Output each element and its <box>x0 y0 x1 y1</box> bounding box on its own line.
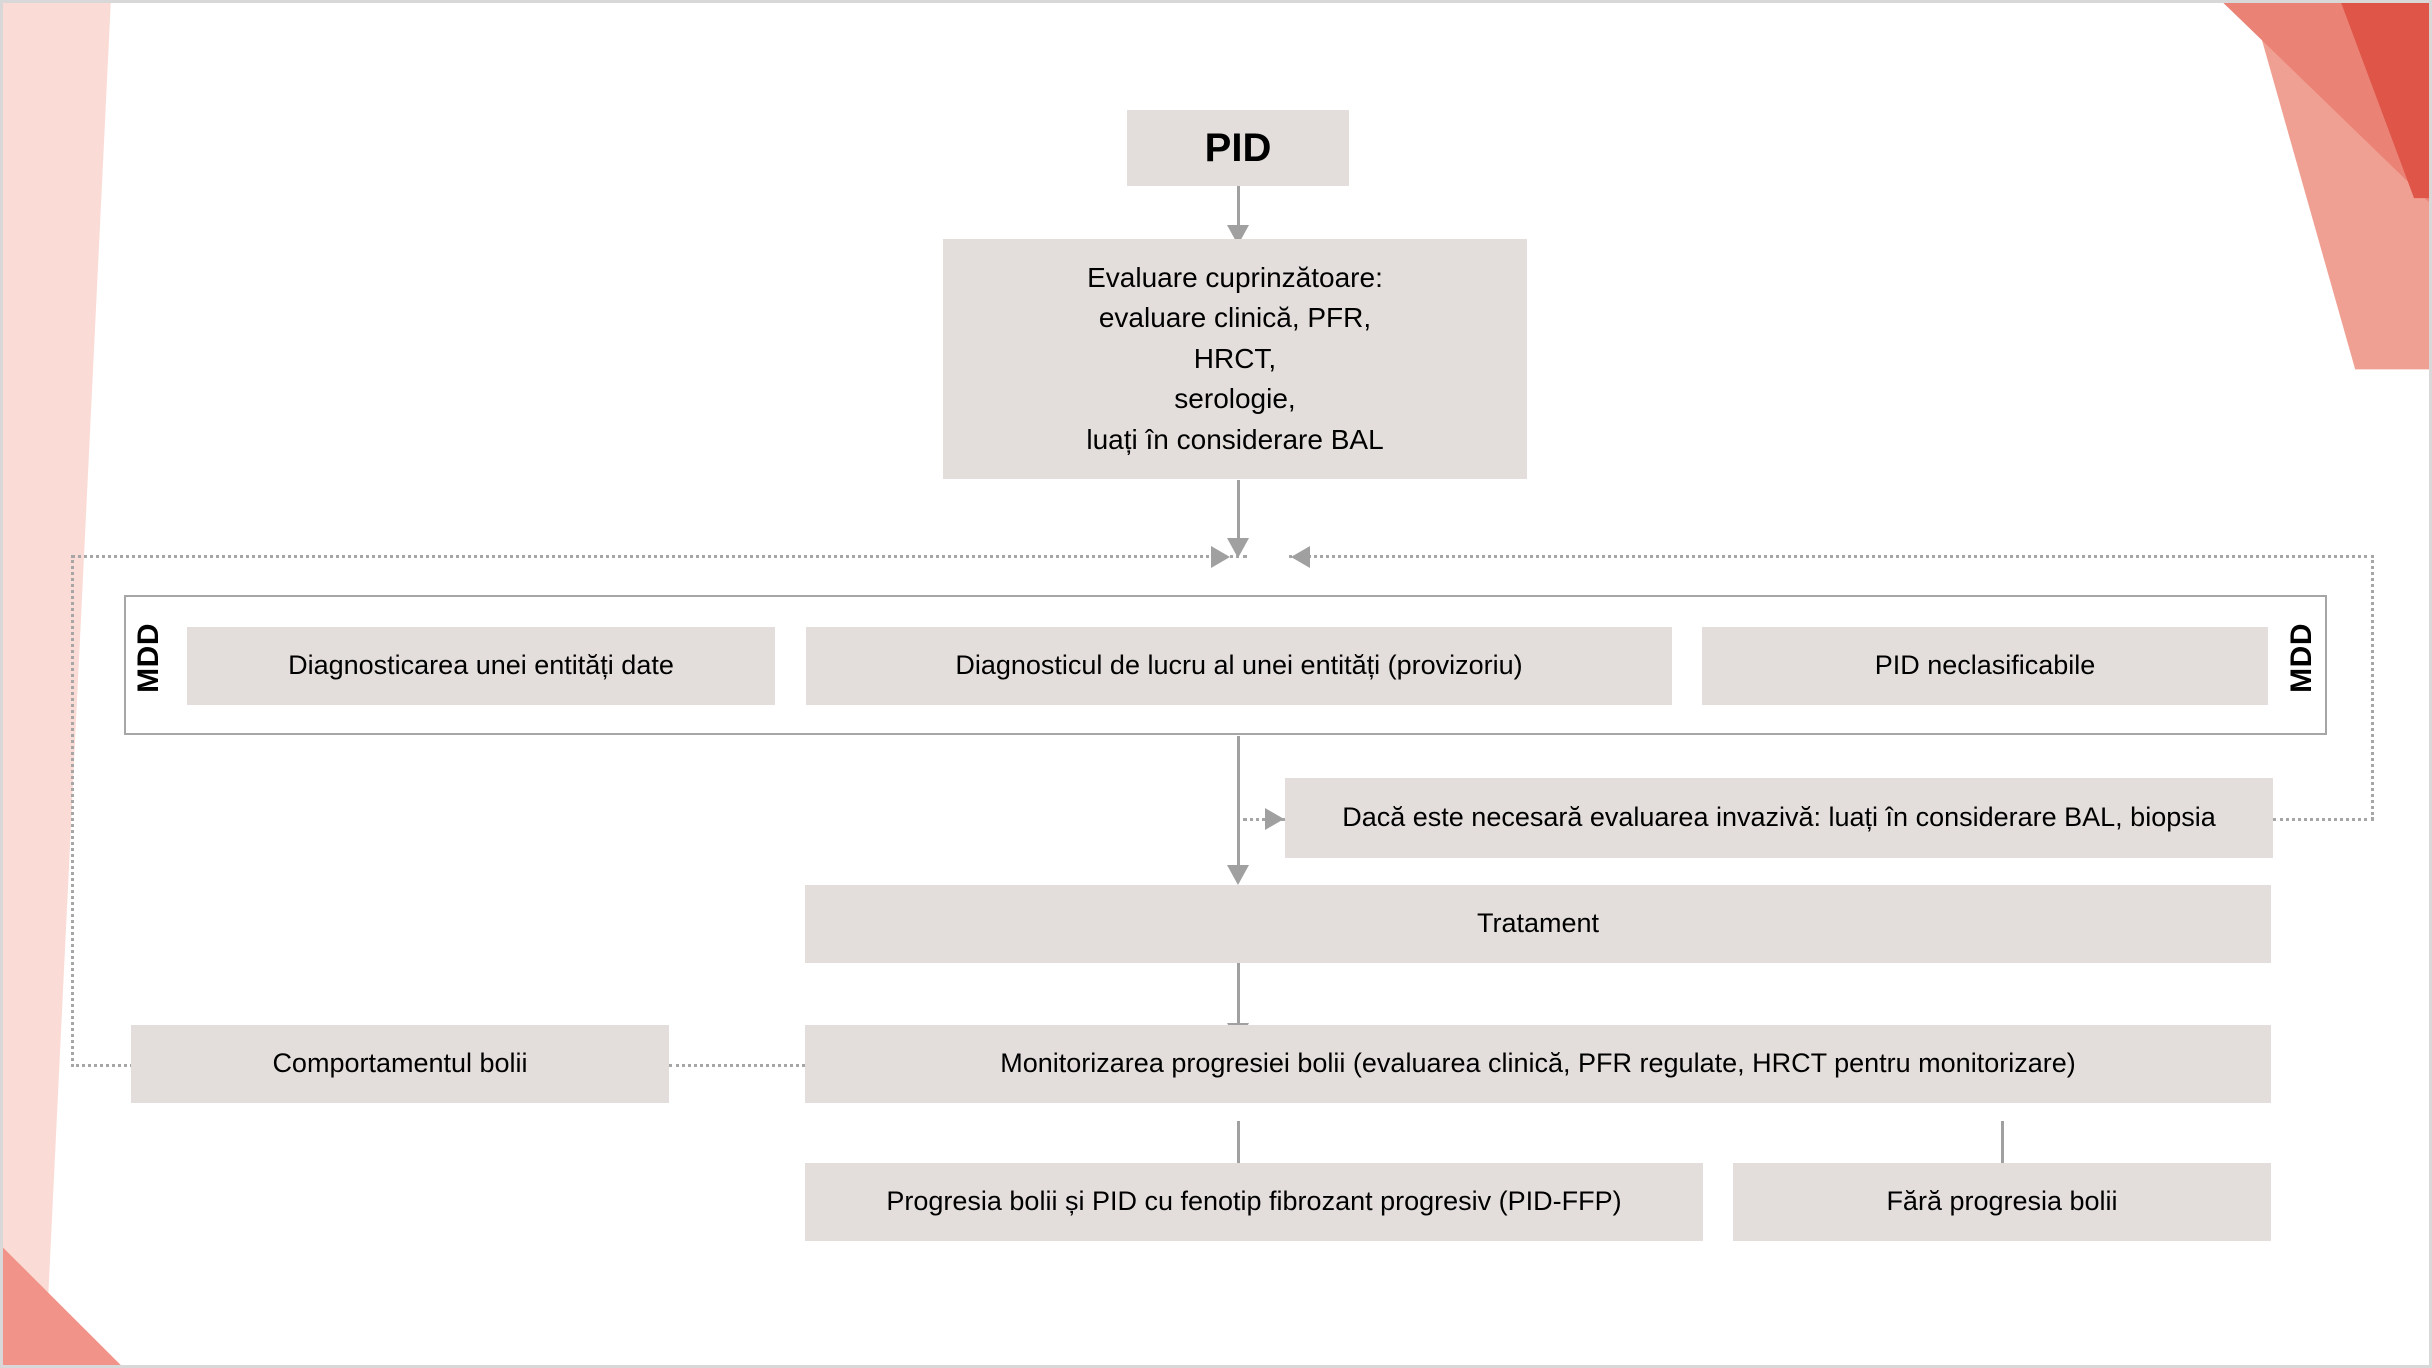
mdd-option-defined-diagnosis[interactable]: Diagnosticarea unei entități date <box>187 627 775 705</box>
connector-assessment-to-mdd <box>1237 480 1240 548</box>
mdd-option-working-diagnosis[interactable]: Diagnosticul de lucru al unei entități (… <box>806 627 1672 705</box>
arrowhead-mdd-to-treatment <box>1227 865 1249 885</box>
arrow-dotted-loop-left <box>1291 546 1310 568</box>
treatment-box[interactable]: Tratament <box>805 885 2271 963</box>
decor-top-right-soft-wedge <box>2251 3 2429 370</box>
connector-treatment-to-monitoring <box>1237 963 1240 1033</box>
decor-top-right-mid-triangle <box>2223 3 2429 199</box>
mdd-label-right: MDD <box>2285 623 2318 693</box>
decor-top-right-red-triangle-b <box>2341 3 2429 199</box>
arrow-into-invasive-box <box>1265 808 1284 830</box>
disease-behaviour-box[interactable]: Comportamentul bolii <box>131 1025 669 1103</box>
dotted-link-behaviour-to-monitoring <box>669 1064 805 1067</box>
mdd-label-left: MDD <box>132 623 165 693</box>
connector-pid-to-assessment <box>1237 186 1240 234</box>
comprehensive-assessment-box[interactable]: Evaluare cuprinzătoare: evaluare clinică… <box>943 239 1527 479</box>
arrow-dotted-loop-right <box>1211 546 1230 568</box>
decor-top-right-mid-triangle-b <box>2223 3 2429 203</box>
dotted-border-top-left <box>71 555 1247 558</box>
arrowhead-assessment-to-mdd <box>1227 538 1249 558</box>
decor-top-right-red-triangle <box>2341 3 2429 193</box>
invasive-evaluation-box[interactable]: Dacă este necesară evaluarea invazivă: l… <box>1285 778 2273 858</box>
decor-left-pink-wedge <box>3 3 111 1365</box>
connector-mdd-to-treatment <box>1237 736 1240 874</box>
mdd-option-unclassifiable[interactable]: PID neclasificabile <box>1702 627 2268 705</box>
pid-title-box[interactable]: PID <box>1127 110 1349 186</box>
dotted-border-bottom-right-stub <box>2273 818 2374 821</box>
mdd-panel: MDD MDD Diagnosticarea unei entități dat… <box>124 595 2327 735</box>
monitoring-box[interactable]: Monitorizarea progresiei bolii (evaluare… <box>805 1025 2271 1103</box>
dotted-border-right <box>2371 555 2374 820</box>
outcome-no-progression-box[interactable]: Fără progresia bolii <box>1733 1163 2271 1241</box>
dotted-border-left <box>71 555 74 1067</box>
dotted-link-invasive-left-stub <box>1243 818 1285 821</box>
outcome-progression-box[interactable]: Progresia bolii și PID cu fenotip fibroz… <box>805 1163 1703 1241</box>
dotted-border-bottom-left-stub <box>71 1064 133 1067</box>
decor-bottom-left-triangle <box>3 1247 121 1365</box>
dotted-border-top-right <box>1289 555 2374 558</box>
